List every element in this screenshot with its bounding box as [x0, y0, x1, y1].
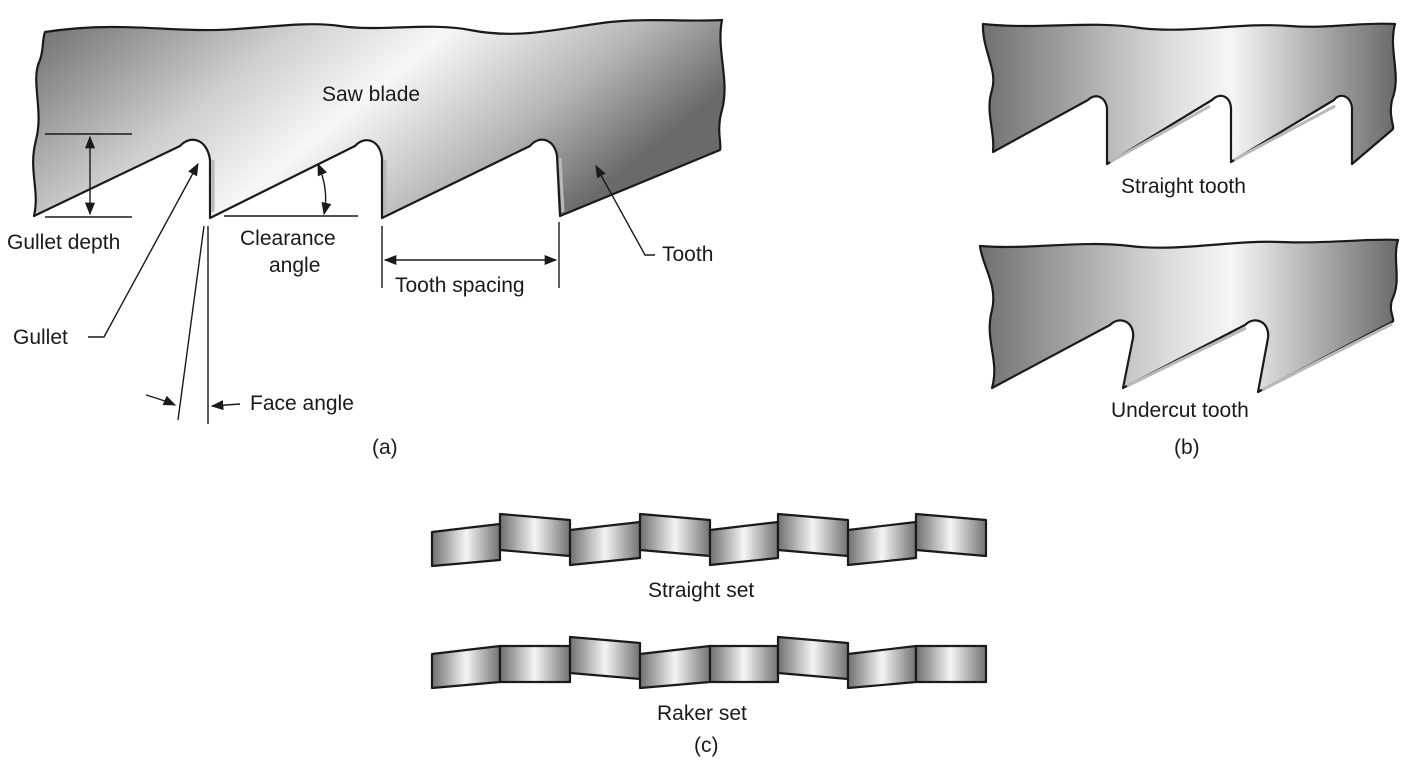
straight-set-tooth-6 — [776, 512, 850, 558]
raker-set-tooth-8 — [914, 644, 988, 684]
panel-a-label: (a) — [372, 436, 398, 459]
panel-a: Saw blade Gullet depth Clearance angle T… — [7, 18, 726, 459]
straight-tooth-label: Straight tooth — [1121, 175, 1246, 198]
panel-c-label: (c) — [694, 734, 719, 757]
straight-tooth-blade — [981, 22, 1397, 166]
straight-set-tooth-5 — [708, 520, 780, 567]
face-angle-arrow-left — [145, 394, 177, 406]
straight-tooth-shading — [1109, 104, 1336, 164]
raker-set-tooth-4 — [638, 644, 712, 690]
clearance-angle-label-line1: Clearance — [240, 227, 336, 250]
straight-set-tooth-1 — [430, 522, 502, 568]
panel-c: Straight set Raker set (c) — [430, 512, 988, 757]
straight-set-tooth-8 — [914, 512, 988, 558]
raker-set-tooth-7 — [846, 644, 918, 690]
gullet-edge-shading — [211, 157, 565, 213]
straight-set-tooth-2 — [498, 512, 572, 558]
tooth-spacing-label: Tooth spacing — [395, 274, 525, 297]
clearance-angle-arc — [317, 162, 332, 216]
tooth-leader — [595, 164, 655, 256]
raker-set-tooth-3 — [568, 635, 642, 681]
tooth-label: Tooth — [662, 243, 713, 266]
straight-set-teeth — [430, 512, 988, 568]
undercut-tooth-blade — [978, 238, 1400, 394]
raker-set-tooth-5 — [708, 644, 780, 684]
face-angle-inclined-line — [177, 225, 205, 421]
undercut-tooth-label: Undercut tooth — [1111, 399, 1249, 422]
straight-set-tooth-4 — [638, 512, 712, 558]
face-angle-arrow-right — [210, 400, 241, 411]
panel-b-label: (b) — [1174, 436, 1200, 459]
saw-blade-body — [32, 18, 726, 220]
gullet-leader — [88, 162, 199, 338]
straight-set-tooth-7 — [846, 520, 918, 567]
panel-b: Straight tooth Undercut tooth (b) — [978, 22, 1400, 459]
clearance-angle-label-line2: angle — [269, 254, 320, 277]
gullet-label: Gullet — [13, 326, 68, 349]
raker-set-tooth-6 — [776, 635, 850, 681]
undercut-tooth-shading — [1126, 322, 1393, 392]
straight-set-label: Straight set — [648, 579, 754, 602]
raker-set-teeth — [430, 635, 988, 690]
gullet-depth-label: Gullet depth — [7, 231, 120, 254]
face-angle-label: Face angle — [250, 392, 354, 415]
straight-set-tooth-3 — [568, 520, 642, 567]
raker-set-label: Raker set — [657, 702, 747, 725]
raker-set-tooth-2 — [498, 644, 572, 684]
raker-set-tooth-1 — [430, 644, 502, 690]
saw-blade-label: Saw blade — [322, 83, 420, 106]
